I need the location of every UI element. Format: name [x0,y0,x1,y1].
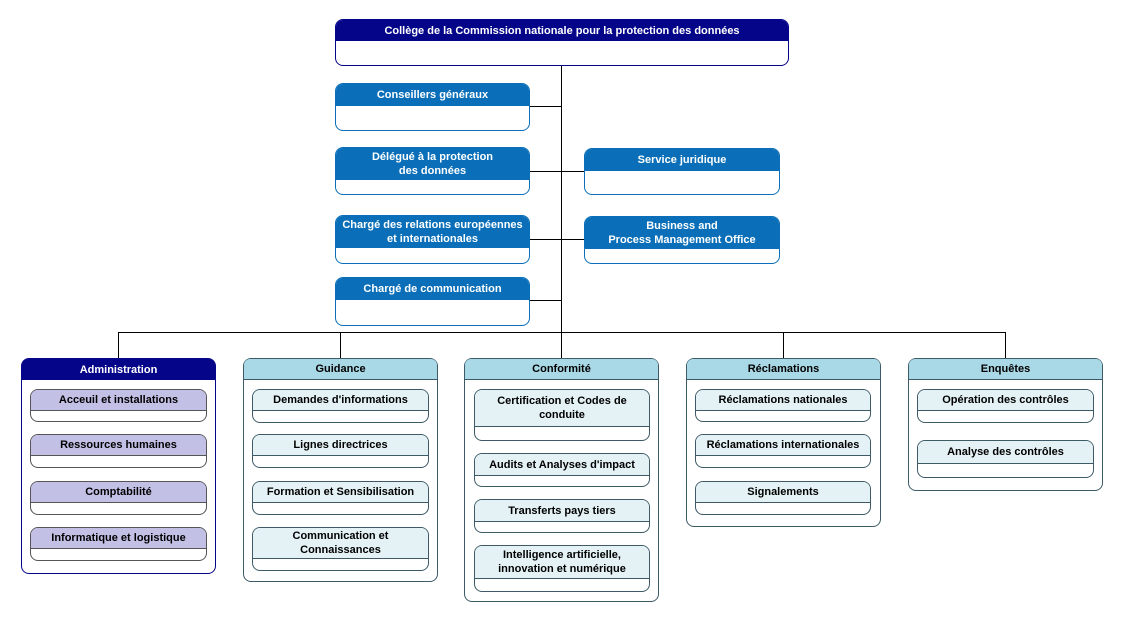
administration-item-2-label: Ressources humaines [31,435,206,456]
conformite-item-3: Transferts pays tiers [474,499,650,533]
relations-title: Chargé des relations européennes et inte… [336,216,529,248]
guidance-item-3-label: Formation et Sensibilisation [253,482,428,503]
reclamations-item-1-label: Réclamations nationales [696,390,870,411]
connector-relations [529,239,562,241]
reclamations-item-3-label: Signalements [696,482,870,503]
conformite-item-4-label: Intelligence artificielle, innovation et… [475,546,649,579]
administration-item-3: Comptabilité [30,481,207,515]
bpmo-title: Business and Process Management Office [585,217,779,249]
guidance-item-2-label: Lignes directrices [253,435,428,456]
conformite-item-1-label: Certification et Codes de conduite [475,390,649,427]
communication-title: Chargé de communication [336,278,529,300]
reclamations-item-1: Réclamations nationales [695,389,871,422]
guidance-item-1-label: Demandes d'informations [253,390,428,411]
administration-item-4: Informatique et logistique [30,527,207,561]
guidance-item-1: Demandes d'informations [252,389,429,423]
enquetes-item-1-label: Opération des contrôles [918,390,1093,411]
connector-trunk [561,65,563,360]
administration-item-1: Acceuil et installations [30,389,207,422]
reclamations-item-2: Réclamations internationales [695,434,871,468]
reclamations-item-2-label: Réclamations internationales [696,435,870,456]
conseillers-title: Conseillers généraux [336,84,529,106]
connector-communication [529,300,562,302]
guidance-item-4: Communication et Connaissances [252,527,429,571]
administration-item-2: Ressources humaines [30,434,207,468]
conformite-item-2: Audits et Analyses d'impact [474,453,650,487]
communication-node: Chargé de communication [335,277,530,326]
conformite-title: Conformité [465,359,658,380]
connector-administration [118,332,120,359]
connector-delegue [529,171,562,173]
juridique-title: Service juridique [585,149,779,171]
college-title: Collège de la Commission nationale pour … [336,20,788,41]
guidance-item-3: Formation et Sensibilisation [252,481,429,515]
administration-item-4-label: Informatique et logistique [31,528,206,549]
guidance-item-2: Lignes directrices [252,434,429,468]
administration-item-3-label: Comptabilité [31,482,206,503]
conseillers-node: Conseillers généraux [335,83,530,131]
connector-guidance [340,332,342,359]
connector-juridique [561,171,585,173]
conformite-item-2-label: Audits et Analyses d'impact [475,454,649,476]
administration-title: Administration [22,359,215,380]
bpmo-node: Business and Process Management Office [584,216,780,264]
guidance-title: Guidance [244,359,437,380]
connector-reclamations [783,332,785,359]
conformite-item-1: Certification et Codes de conduite [474,389,650,441]
connector-enquetes [1005,332,1007,359]
relations-node: Chargé des relations européennes et inte… [335,215,530,264]
connector-conseillers [529,106,562,108]
conformite-item-3-label: Transferts pays tiers [475,500,649,522]
enquetes-title: Enquêtes [909,359,1102,380]
administration-item-1-label: Acceuil et installations [31,390,206,411]
delegue-node: Délégué à la protection des données [335,147,530,195]
connector-horizontal [118,332,1006,334]
reclamations-title: Réclamations [687,359,880,380]
delegue-title: Délégué à la protection des données [336,148,529,180]
guidance-item-4-label: Communication et Connaissances [253,528,428,559]
juridique-node: Service juridique [584,148,780,195]
conformite-item-4: Intelligence artificielle, innovation et… [474,545,650,592]
enquetes-item-2-label: Analyse des contrôles [918,441,1093,464]
connector-bpmo [561,239,585,241]
enquetes-item-1: Opération des contrôles [917,389,1094,423]
college-node: Collège de la Commission nationale pour … [335,19,789,66]
reclamations-item-3: Signalements [695,481,871,515]
enquetes-item-2: Analyse des contrôles [917,440,1094,478]
